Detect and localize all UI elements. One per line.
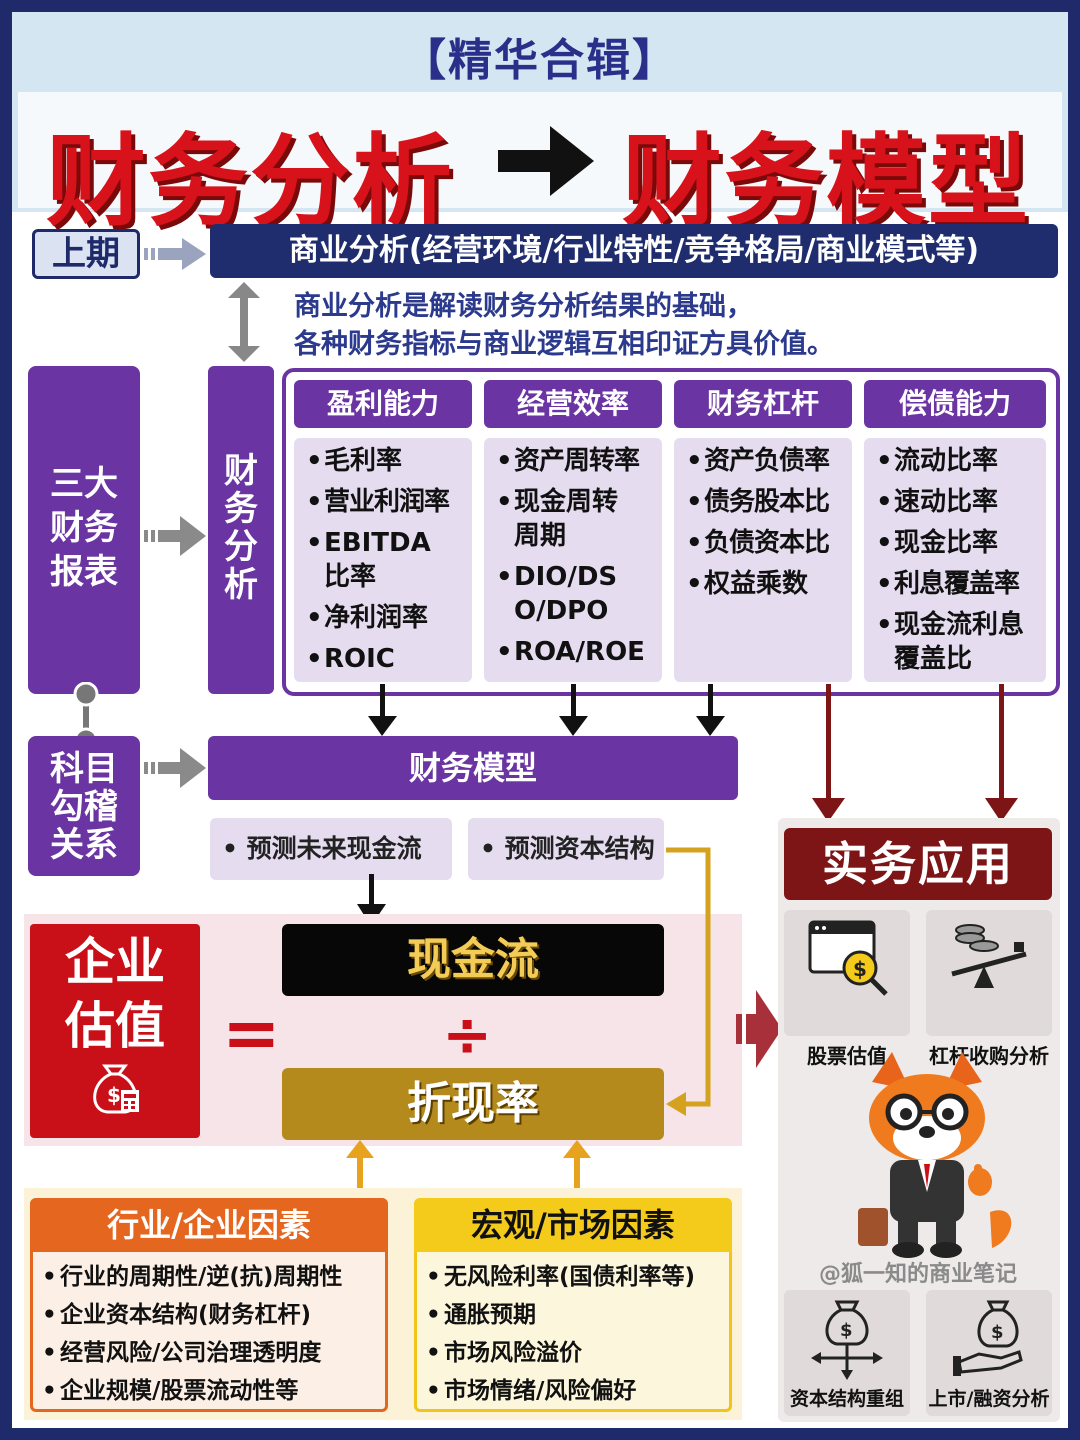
metric-item: 资产周转率	[496, 444, 654, 478]
stock-valuation-icon: $	[808, 920, 888, 996]
svg-text:$: $	[991, 1322, 1004, 1343]
practice-title: 实务应用	[784, 828, 1052, 900]
factor-arrows	[346, 1140, 591, 1192]
metric-item: ROA/ROE	[496, 635, 654, 669]
divide-sign: ÷	[442, 1000, 493, 1070]
industry-factors-title: 行业/企业因素	[30, 1198, 388, 1252]
account-relations-box: 科目 勾稽 关系	[28, 736, 140, 876]
business-note: 商业分析是解读财务分析结果的基础， 各种财务指标与商业逻辑互相印证方具价值。	[294, 288, 1034, 364]
arrow-right-icon	[144, 748, 206, 788]
previous-issue-tag: 上期	[32, 229, 140, 279]
title-financial-model: 财务模型	[622, 123, 1030, 240]
arrow-right-icon	[498, 126, 594, 196]
metric-item: 速动比率	[876, 485, 1038, 519]
factor-item: 企业资本结构(财务杠杆)	[42, 1296, 382, 1334]
arrow-right-icon	[736, 990, 782, 1068]
analysis-char: 析	[224, 565, 258, 605]
app-label: 上市/融资分析	[928, 1388, 1050, 1410]
arrow-right-icon	[144, 238, 206, 270]
title-financial-analysis: 财务分析	[46, 123, 454, 240]
accounts-line: 勾稽	[50, 787, 118, 827]
forecast-capital-structure-item: • 预测资本结构	[468, 818, 664, 880]
metric-item: DIO/DSO/DPO	[496, 560, 634, 628]
metric-item: 现金周转周期	[496, 485, 630, 553]
statements-line: 报表	[50, 552, 118, 592]
metric-item: 流动比率	[876, 444, 1038, 478]
statements-line: 财务	[50, 508, 118, 548]
cashflow-box: 现金流	[282, 924, 664, 996]
restructure-icon: $	[811, 1300, 883, 1380]
leverage-icon	[951, 924, 1027, 988]
fox-mascot	[858, 1052, 1012, 1258]
analysis-char: 财	[224, 451, 258, 491]
app-card-restructure: $	[784, 1290, 910, 1416]
business-note-line1: 商业分析是解读财务分析结果的基础，	[294, 291, 753, 322]
valuation-label-line: 企业	[65, 933, 165, 991]
app-card-stock-valuation: $	[784, 910, 910, 1036]
factor-item: 市场风险溢价	[426, 1334, 726, 1372]
financial-model-bar: 财务模型	[208, 736, 738, 800]
metric-item: 现金流利息覆盖比	[876, 608, 1026, 676]
double-arrow-icon	[228, 282, 260, 362]
valuation-label-line: 估值	[65, 997, 165, 1055]
statements-line: 三大	[50, 464, 118, 504]
metric-item: 权益乘数	[686, 567, 844, 601]
metric-item: 负债资本比	[686, 526, 844, 560]
category-solvency-header: 偿债能力	[864, 380, 1046, 428]
metric-item: 净利润率	[306, 601, 464, 635]
infographic: 【精华合辑】 财务分析 财务模型 上期 商业分析(经营环境/行业特性/竞争格局/…	[8, 8, 1072, 1432]
metric-item: ROIC	[306, 642, 464, 676]
arrow-right-icon	[144, 516, 206, 556]
collection-title: 【精华合辑】	[402, 35, 678, 86]
macro-factors-list: 无风险利率(国债利率等) 通胀预期 市场风险溢价 市场情绪/风险偏好	[426, 1258, 726, 1410]
three-statements-box: 三大 财务 报表	[28, 366, 140, 694]
forecast-cashflow-item: • 预测未来现金流	[210, 818, 452, 880]
metric-item: 营业利润率	[306, 485, 464, 519]
factor-item: 经营风险/公司治理透明度	[42, 1334, 382, 1372]
category-profitability-list: 毛利率 营业利润率 EBITDA比率 净利润率 ROIC	[294, 438, 472, 682]
category-efficiency-header: 经营效率	[484, 380, 662, 428]
app-card-leverage	[926, 910, 1052, 1036]
factor-item: 市场情绪/风险偏好	[426, 1372, 726, 1410]
app-label: 股票估值	[807, 1044, 887, 1068]
industry-factors-list: 行业的周期性/逆(抗)周期性 企业资本结构(财务杠杆) 经营风险/公司治理透明度…	[42, 1258, 382, 1410]
metric-item: EBITDA比率	[306, 526, 431, 594]
category-leverage-list: 资产负债率 债务股本比 负债资本比 权益乘数	[674, 438, 852, 682]
factor-item: 行业的周期性/逆(抗)周期性	[42, 1258, 382, 1296]
metric-item: 现金比率	[876, 526, 1038, 560]
analysis-char: 务	[224, 489, 258, 529]
business-note-line2: 各种财务指标与商业逻辑互相印证方具价值。	[294, 329, 834, 360]
factor-item: 无风险利率(国债利率等)	[426, 1258, 726, 1296]
svg-text:$: $	[853, 957, 867, 981]
business-analysis-bar: 商业分析(经营环境/行业特性/竞争格局/商业模式等)	[210, 224, 1058, 278]
app-label: 资本结构重组	[789, 1388, 904, 1410]
category-leverage-header: 财务杠杆	[674, 380, 852, 428]
factor-item: 企业规模/股票流动性等	[42, 1372, 382, 1410]
author-watermark: @狐一知的商业笔记	[818, 1262, 1017, 1287]
category-efficiency-list: 资产周转率 现金周转周期 DIO/DSO/DPO ROA/ROE	[484, 438, 662, 682]
analysis-char: 分	[224, 527, 258, 567]
enterprise-valuation-box: 企业 估值 $	[30, 924, 200, 1138]
svg-text:$: $	[840, 1320, 853, 1341]
factor-item: 通胀预期	[426, 1296, 726, 1334]
flow-arrows	[368, 684, 1018, 822]
metric-item: 债务股本比	[686, 485, 844, 519]
metric-item: 利息覆盖率	[876, 567, 1038, 601]
accounts-line: 关系	[50, 825, 118, 865]
macro-factors-title: 宏观/市场因素	[414, 1198, 732, 1252]
discount-rate-box: 折现率	[282, 1068, 664, 1140]
metric-item: 资产负债率	[686, 444, 844, 478]
svg-text:$: $	[107, 1083, 121, 1107]
metric-item: 毛利率	[306, 444, 464, 478]
financial-analysis-box: 财 务 分 析	[208, 366, 274, 694]
category-solvency-list: 流动比率 速动比率 现金比率 利息覆盖率 现金流利息覆盖比	[864, 438, 1046, 682]
accounts-line: 科目	[50, 749, 118, 789]
listing-icon: $	[953, 1300, 1023, 1376]
app-label: 杠杆收购分析	[929, 1044, 1049, 1068]
money-bag-icon: $	[93, 1064, 139, 1114]
category-profitability-header: 盈利能力	[294, 380, 472, 428]
equals-sign: =	[222, 992, 281, 1074]
capital-structure-arrow	[666, 847, 711, 1116]
app-card-listing: $	[926, 1290, 1052, 1416]
